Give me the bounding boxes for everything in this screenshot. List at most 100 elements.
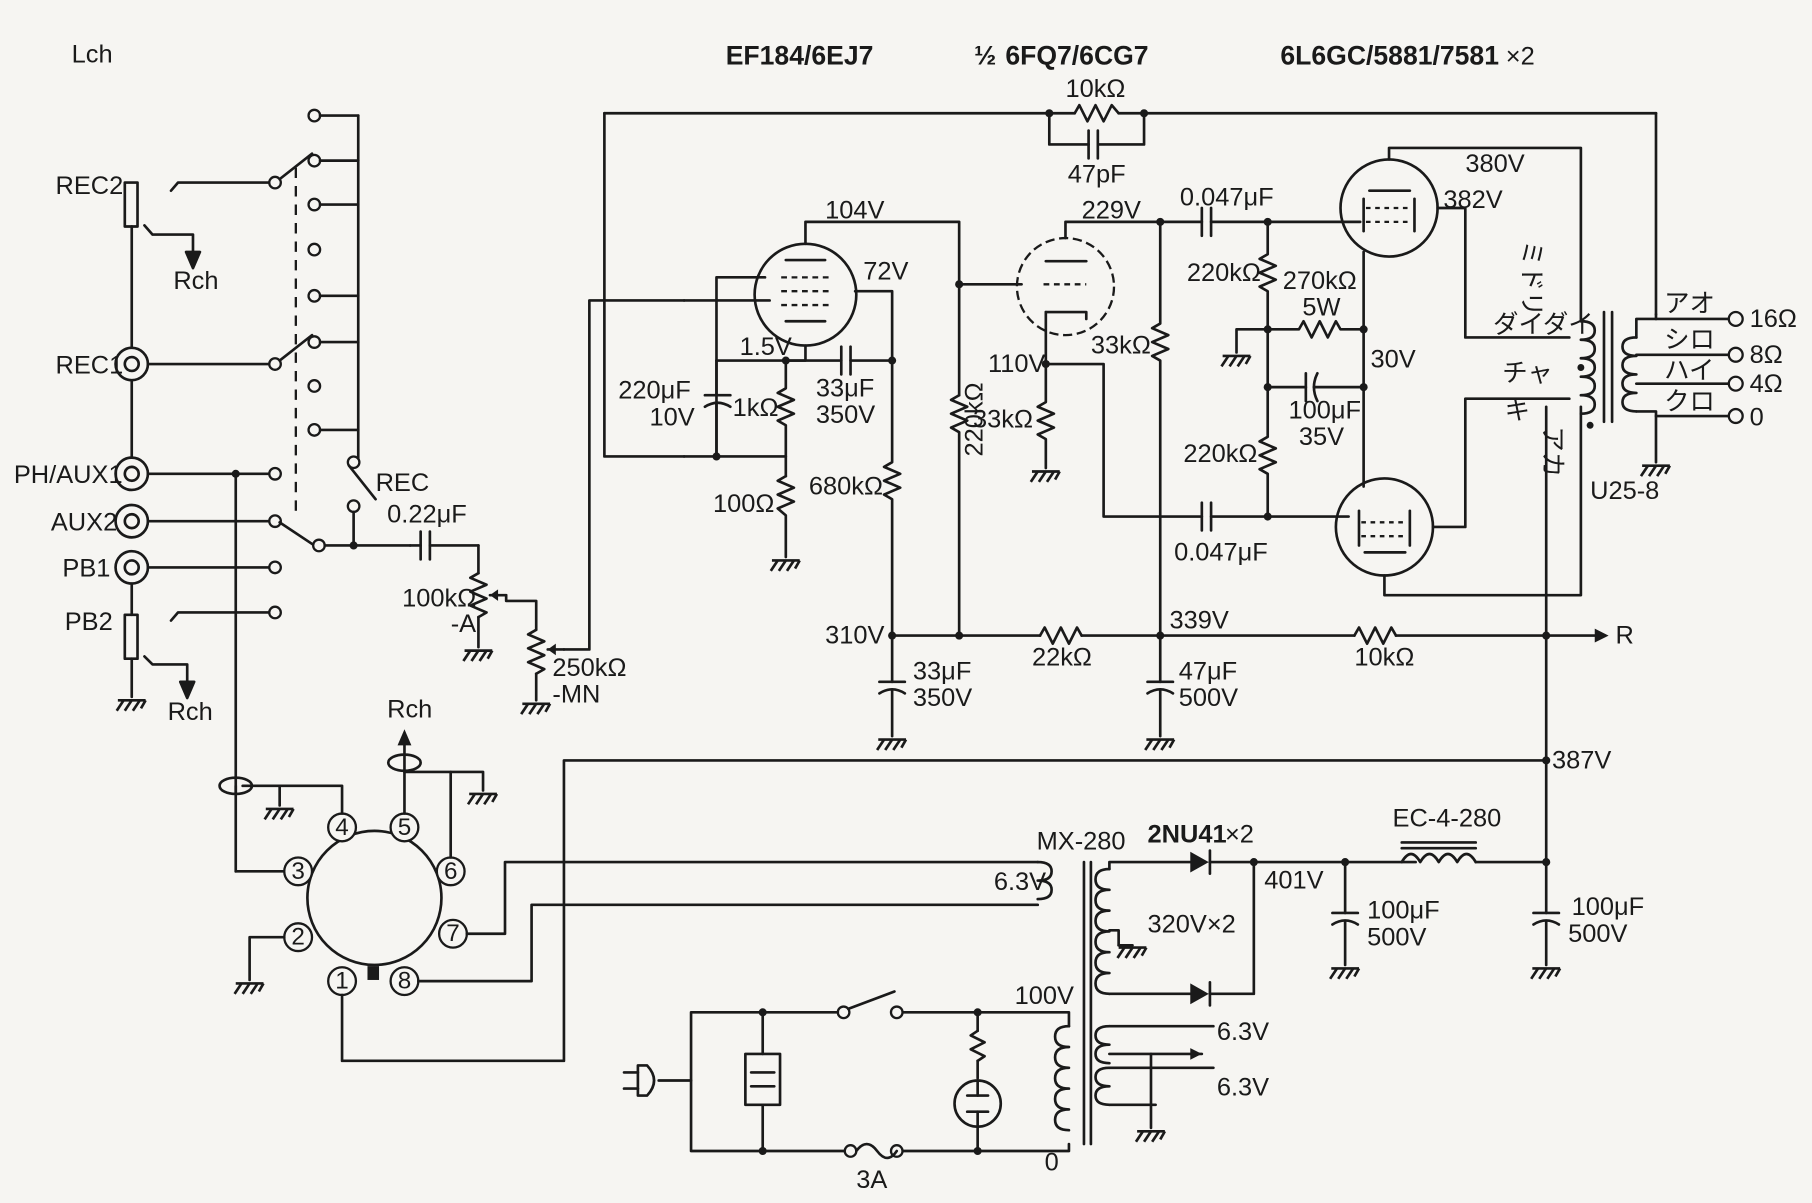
- label-33k-a: 33kΩ: [973, 406, 1033, 434]
- label-mx280: MX-280: [1037, 827, 1126, 855]
- rca-aux2: [114, 503, 150, 539]
- label-250k: 250kΩ: [552, 654, 626, 682]
- label-1k: 1kΩ: [733, 394, 779, 422]
- label-382v: 382V: [1443, 186, 1502, 214]
- rca-pb1: [114, 549, 150, 585]
- label-shiro: シロ: [1664, 326, 1715, 354]
- input-selector: Lch REC2 REC1 PH/AUX1 AUX2 PB1 PB2 Rch R…: [14, 40, 432, 873]
- label-220k-c: 220kΩ: [1183, 440, 1257, 468]
- label-ao: アオ: [1664, 290, 1715, 318]
- pb2-jack: [123, 613, 139, 661]
- label-heater3: 6.3V: [1217, 1074, 1269, 1102]
- label-47uf: 47μF: [1179, 658, 1237, 686]
- pin-4: 4: [335, 814, 349, 841]
- label-fuse-3a: 3A: [856, 1166, 887, 1194]
- rec2-jack: [123, 181, 139, 228]
- label-270k: 270kΩ: [1283, 267, 1357, 295]
- pin-1: 1: [335, 968, 349, 995]
- pin-6: 6: [444, 858, 458, 885]
- label-270k-w: 5W: [1302, 293, 1340, 321]
- label-220k-a: 220kΩ: [960, 382, 988, 456]
- label-100k-taper: -A: [451, 610, 476, 638]
- label-ph-aux1: PH/AUX1: [14, 461, 123, 489]
- label-30v: 30V: [1371, 345, 1416, 373]
- label-33uf-b-v: 350V: [913, 684, 972, 712]
- tube-6l6gc-upper: [1339, 158, 1439, 258]
- label-33uf-b: 33μF: [913, 658, 971, 686]
- selector-switch[interactable]: [268, 108, 412, 620]
- tube-6l6gc-lower: [1334, 477, 1435, 577]
- label-339v: 339V: [1169, 607, 1228, 635]
- label-229v: 229V: [1082, 196, 1141, 224]
- tube-headers: EF184/6EJ7 ½ 6FQ7/6CG7 6L6GC/5881/7581 ×…: [726, 41, 1535, 71]
- ac-plug: [622, 1064, 693, 1097]
- pin-7: 7: [446, 920, 460, 947]
- label-8ohm: 8Ω: [1750, 341, 1783, 369]
- label-100uf-a-v: 500V: [1367, 923, 1426, 951]
- pin-8: 8: [398, 968, 412, 995]
- vr-100k[interactable]: [462, 544, 538, 663]
- pin-3: 3: [291, 858, 305, 885]
- b-plus-rail: R 310V 339V 22kΩ 10kΩ 33μF 350V 47μF 500…: [825, 405, 1634, 864]
- header-x2: ×2: [1506, 43, 1535, 71]
- label-rec2: REC2: [55, 172, 123, 200]
- label-47uf-v: 500V: [1179, 684, 1238, 712]
- output-stage: 382V 380V ダイダイ ミドリ チャ キ アカ U25-8 アオ シロ ハ…: [1334, 146, 1797, 597]
- label-387v: 387V: [1552, 746, 1611, 774]
- label-2nu41: 2NU41: [1148, 820, 1227, 848]
- label-110v: 110V: [988, 350, 1046, 378]
- label-4ohm: 4Ω: [1750, 370, 1783, 398]
- header-ef184: EF184/6EJ7: [726, 41, 874, 71]
- label-out-r: R: [1616, 622, 1634, 650]
- label-ec4-280: EC-4-280: [1393, 804, 1502, 832]
- 6fq7-stage: 229V 110V 33kΩ 220kΩ 33kΩ: [949, 196, 1204, 637]
- label-rch-pb2: Rch: [168, 698, 213, 726]
- label-680k: 680kΩ: [809, 473, 883, 501]
- header-6l6gc: 6L6GC/5881/7581: [1280, 41, 1499, 71]
- pin-2: 2: [291, 924, 305, 951]
- label-100uf-35v: 35V: [1299, 423, 1344, 451]
- pin-5: 5: [398, 814, 412, 841]
- label-0ohm: 0: [1750, 403, 1764, 431]
- label-ki: キ: [1505, 397, 1530, 425]
- label-104v: 104V: [825, 196, 884, 224]
- vr-250k[interactable]: [519, 299, 686, 716]
- pilot-lamp: [953, 1010, 1003, 1153]
- label-16ohm: 16Ω: [1750, 305, 1797, 333]
- label-pb2: PB2: [65, 608, 113, 636]
- label-10k-rail: 10kΩ: [1354, 644, 1414, 672]
- label-250k-taper: -MN: [552, 681, 600, 709]
- label-33k-b: 33kΩ: [1091, 332, 1151, 360]
- label-aux2: AUX2: [51, 508, 117, 536]
- label-33uf-v: 350V: [816, 401, 875, 429]
- label-cha: チャ: [1502, 359, 1553, 387]
- label-380v: 380V: [1465, 150, 1524, 178]
- label-rch-rec2: Rch: [173, 267, 218, 295]
- header-6fq7: 6FQ7/6CG7: [1005, 41, 1148, 71]
- tube-ef184: [753, 242, 858, 347]
- label-daidai: ダイダイ: [1493, 311, 1594, 339]
- label-310v: 310V: [825, 622, 884, 650]
- header-frac: ½: [974, 41, 996, 71]
- power-switch[interactable]: [836, 990, 904, 1020]
- rotary-wafer[interactable]: 4 5 3 6 2 7 1 8: [218, 729, 1548, 1063]
- label-aka: アカ: [1538, 426, 1566, 477]
- label-1-5v: 1.5V: [740, 333, 792, 361]
- noise-capacitor: [744, 1010, 782, 1153]
- coupling-network: 0.047μF 0.047μF 220kΩ 220kΩ 270kΩ 5W 100…: [1174, 184, 1416, 567]
- ef184-stage: 104V 72V 220μF 10V 1.5V 1kΩ 100Ω 33μF 35…: [618, 196, 961, 637]
- fuse-3a: [843, 1142, 904, 1160]
- label-0-047uf-a: 0.047μF: [1180, 184, 1274, 212]
- label-nfb-10k: 10kΩ: [1065, 75, 1125, 103]
- label-220uf-v: 10V: [649, 403, 694, 431]
- label-100v: 100V: [1015, 982, 1074, 1010]
- label-0-047uf-b: 0.047μF: [1174, 538, 1268, 566]
- label-22k: 22kΩ: [1032, 644, 1092, 672]
- label-rec1: REC1: [55, 351, 123, 379]
- label-220k-b: 220kΩ: [1187, 259, 1261, 287]
- label-100uf-35: 100μF: [1289, 396, 1362, 424]
- label-401v: 401V: [1264, 867, 1323, 895]
- label-kuro: クロ: [1664, 388, 1715, 416]
- label-220uf: 220μF: [618, 377, 691, 405]
